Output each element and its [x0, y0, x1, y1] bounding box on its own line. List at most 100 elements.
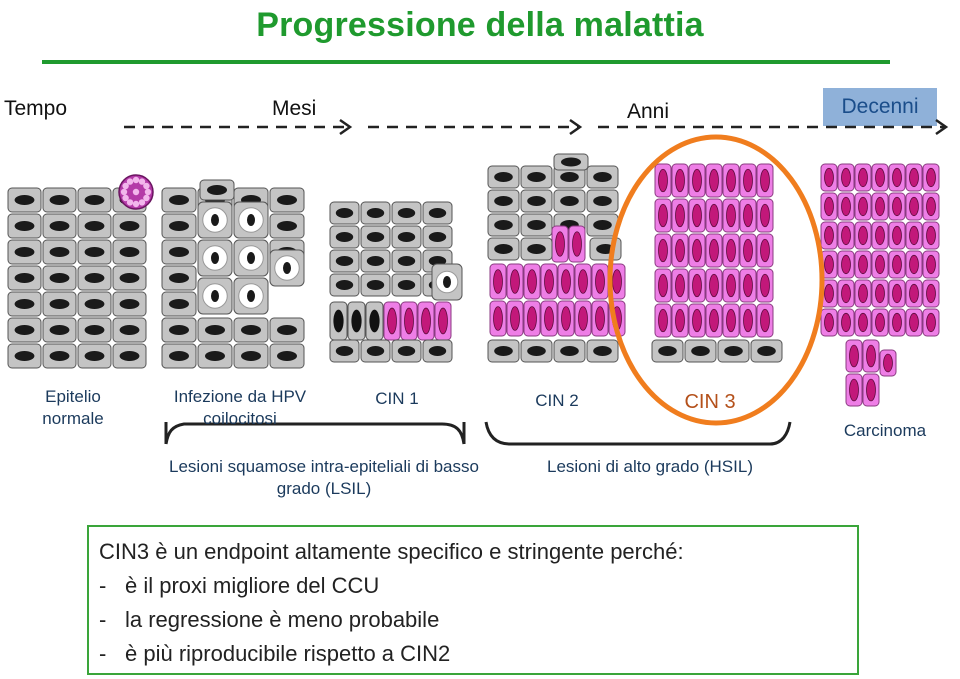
grey-nucleus	[169, 195, 189, 205]
cin3-highlight-circle	[607, 134, 825, 426]
pink-nucleus	[510, 306, 520, 331]
timeline-arrows	[124, 118, 949, 136]
koilocyte-nucleus	[211, 214, 219, 226]
pink-nucleus	[926, 167, 936, 188]
pink-nucleus	[875, 312, 885, 333]
pink-nucleus	[875, 196, 885, 217]
pink-nucleus	[909, 312, 919, 333]
pink-nucleus	[841, 196, 851, 217]
grey-nucleus	[593, 220, 612, 230]
virus-capsomere	[132, 188, 140, 196]
label-cin3: CIN 3	[684, 391, 736, 413]
pink-nucleus	[824, 283, 834, 304]
grey-nucleus	[366, 208, 385, 218]
pink-nucleus	[726, 308, 736, 333]
grey-nucleus	[84, 351, 105, 361]
grey-nucleus	[397, 280, 416, 290]
virus-capsomere	[143, 194, 150, 202]
virus-capsomere	[122, 194, 129, 202]
hsil-bracket	[484, 421, 792, 446]
timeline-arrowhead	[339, 118, 353, 136]
virus-capsomere	[132, 200, 140, 208]
pink-nucleus	[824, 167, 834, 188]
pink-nucleus	[841, 225, 851, 246]
pink-nucleus	[824, 196, 834, 217]
grey-nucleus	[335, 256, 354, 266]
pink-nucleus	[892, 254, 902, 275]
pink-nucleus	[595, 269, 605, 294]
grey-nucleus	[84, 221, 105, 231]
pink-nucleus	[578, 269, 588, 294]
pink-nucleus	[658, 238, 668, 263]
pink-nucleus	[909, 225, 919, 246]
pink-nucleus	[421, 307, 431, 335]
pink-nucleus	[760, 203, 770, 228]
grey-nucleus	[366, 280, 385, 290]
pink-nucleus	[578, 306, 588, 331]
grey-nucleus	[49, 221, 70, 231]
pink-nucleus	[909, 283, 919, 304]
pink-nucleus	[743, 273, 753, 298]
pink-nucleus	[675, 308, 685, 333]
grey-nucleus	[119, 299, 140, 309]
grey-nucleus	[14, 325, 35, 335]
pink-nucleus	[493, 269, 503, 294]
pink-nucleus	[909, 167, 919, 188]
pink-nucleus	[658, 203, 668, 228]
title-underline	[42, 60, 890, 64]
pink-nucleus	[926, 254, 936, 275]
pink-nucleus	[743, 238, 753, 263]
grey-nucleus	[14, 247, 35, 257]
pink-nucleus	[675, 203, 685, 228]
pink-nucleus	[709, 308, 719, 333]
pink-nucleus	[555, 231, 565, 257]
grey-nucleus	[207, 185, 227, 195]
pink-nucleus	[692, 203, 702, 228]
grey-nucleus	[494, 220, 513, 230]
pink-nucleus	[743, 308, 753, 333]
pink-nucleus	[527, 269, 537, 294]
grey-nucleus	[49, 351, 70, 361]
grey-nucleus	[49, 299, 70, 309]
grey-nucleus	[397, 256, 416, 266]
pink-nucleus	[675, 168, 685, 193]
pink-nucleus	[658, 168, 668, 193]
grey-nucleus	[560, 172, 579, 182]
pink-nucleus	[858, 254, 868, 275]
grey-nucleus	[724, 346, 743, 356]
pink-nucleus	[892, 167, 902, 188]
pink-nucleus	[726, 203, 736, 228]
pink-nucleus	[561, 269, 571, 294]
grey-nucleus	[560, 346, 579, 356]
koilocyte-nucleus	[443, 276, 451, 288]
basal-nucleus	[333, 309, 344, 333]
pink-nucleus	[841, 283, 851, 304]
pink-nucleus	[858, 196, 868, 217]
pink-nucleus	[866, 344, 876, 368]
pink-nucleus	[675, 273, 685, 298]
grey-nucleus	[494, 196, 513, 206]
pink-nucleus	[892, 283, 902, 304]
grey-nucleus	[397, 208, 416, 218]
virus-capsomere	[132, 176, 140, 184]
grey-nucleus	[119, 247, 140, 257]
virus-capsomere	[143, 182, 150, 190]
virus-capsomere	[144, 188, 152, 196]
timeline-arrowhead	[935, 118, 949, 136]
grey-nucleus	[527, 172, 546, 182]
pink-nucleus	[692, 273, 702, 298]
grey-nucleus	[169, 299, 189, 309]
pink-nucleus	[658, 308, 668, 333]
grey-nucleus	[84, 247, 105, 257]
grey-nucleus	[335, 280, 354, 290]
timeline-label-tempo: Tempo	[4, 97, 68, 120]
virus-capsomere	[126, 199, 134, 206]
grey-nucleus	[428, 232, 447, 242]
pink-nucleus	[692, 238, 702, 263]
grey-nucleus	[84, 273, 105, 283]
conclusion-bullet: - la regressione è meno probabile	[99, 603, 847, 637]
koilocyte-nucleus	[247, 252, 255, 264]
label-infezione-hpv: Infezione da HPV coilocitosi	[173, 387, 307, 428]
